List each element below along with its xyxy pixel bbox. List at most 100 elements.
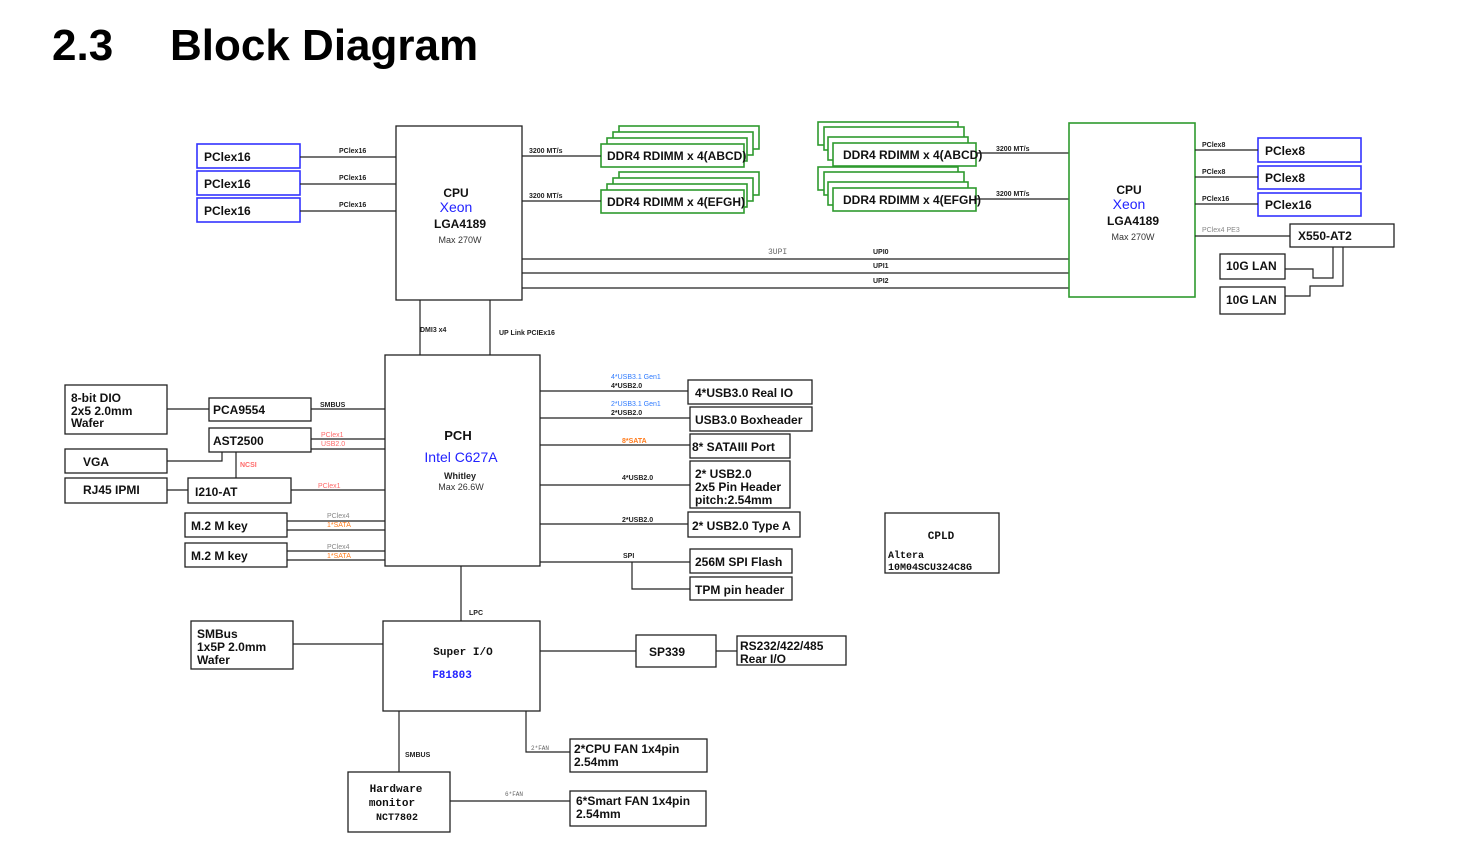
upi-label: UPI1 [873,263,889,270]
link-label: 2*USB2.0 [622,517,653,524]
smbus-header-label: Wafer [197,653,230,667]
ast2500-box [208,427,312,453]
cpu1-model: Xeon [1113,196,1146,212]
smart-fan-box [569,790,707,827]
cpu1-block: CPU Xeon LGA4189 Max 270W [1068,122,1196,298]
smbus-label: SMBUS [405,752,431,759]
dmi-label: DMI3 x4 [420,327,447,334]
cpu0-model: Xeon [440,199,473,215]
smbus-header-label: SMBus [197,627,238,641]
superio-box [382,620,541,712]
io-box [689,548,793,574]
pcie-slot-label: PClex16 [204,177,251,191]
link-label: 2*USB2.0 [611,410,642,417]
pcie-slot-label: PClex16 [204,204,251,218]
sp339-label: SP339 [649,645,685,659]
cpu1-memory: DDR4 RDIMM x 4(ABCD) DDR4 RDIMM x 4(EFGH… [817,121,1069,212]
tpm-box [689,576,793,601]
link-label: PClex4 [327,544,350,551]
serial-port-box [736,635,847,666]
pca9554-label: PCA9554 [213,403,265,417]
link-label: SMBUS [320,402,346,409]
smart-fan-label: 6*Smart FAN 1x4pin [576,794,690,808]
cpu1-power: Max 270W [1111,232,1155,242]
link-label: 8*SATA [622,438,647,445]
section-number: 2.3 [52,21,113,70]
cpu1-socket: LGA4189 [1107,214,1159,228]
dio-label: 8-bit DIO [71,391,121,405]
upi-label: UPI0 [873,249,889,256]
smbus-header-label: 1x5P 2.0mm [197,640,266,654]
io-box [687,511,801,538]
dmi-links: DMI3 x4 UP Link PCIEx16 [419,300,555,355]
link-label: USB2.0 [321,441,345,448]
superio-model: F81803 [432,670,472,682]
io-box [689,433,791,459]
cpu0-power: Max 270W [438,235,482,245]
pch-power: Max 26.6W [438,482,484,492]
link-label: 4*USB3.1 Gen1 [611,374,661,381]
io-label: pitch:2.54mm [695,493,772,507]
pch-name: PCH [444,428,471,443]
link-label: 4*USB2.0 [622,475,653,482]
ddr-label: DDR4 RDIMM x 4(ABCD) [607,149,746,163]
m2-box [184,542,288,568]
i210-label: I210-AT [195,485,238,499]
memory-speed-label: 3200 MT/s [996,191,1030,198]
lan-port-label: 10G LAN [1226,259,1277,273]
ddr-box [832,142,977,167]
link-label: SPI [623,553,634,560]
link-label: PClex4 PE3 [1202,227,1240,234]
lan-port-box [1219,286,1286,315]
upi-group-label: 3UPI [768,248,787,257]
m2-box [184,512,288,538]
m2-label: M.2 M key [191,519,248,533]
cpu-fan-label: 2.54mm [574,755,619,769]
rj45-label: RJ45 IPMI [83,483,140,497]
pcie-slot-box [1257,137,1362,163]
pcie-slot-box [196,170,301,196]
io-label: 4*USB3.0 Real IO [695,386,793,400]
serial-port-label: RS232/422/485 [740,639,824,653]
cpu1-box [1068,122,1196,298]
memory-speed-label: 3200 MT/s [529,148,563,155]
link-label: 4*USB2.0 [611,383,642,390]
io-label: 256M SPI Flash [695,555,782,569]
link-label: 1*SATA [327,553,351,560]
hwmon-name: Hardware [370,784,423,796]
lan-controller-label: X550-AT2 [1298,229,1352,243]
page-title: Block Diagram [170,21,478,70]
cpu0-block: CPU Xeon LGA4189 Max 270W [395,125,523,301]
pch-left-io: 8-bit DIO 2x5 2.0mm Wafer PCA9554 SMBUS … [64,384,385,568]
ast2500-label: AST2500 [213,434,264,448]
io-box [689,460,791,509]
lan-port-box [1219,253,1286,280]
hwmon-block: Hardware monitor NCT7802 6*FAN 6*Smart F… [347,771,707,833]
pch-right-io: 4*USB3.1 Gen1 4*USB2.0 4*USB3.0 Real IO … [540,374,813,601]
cpu1-pcie-slots: PClex8 PClex8 PClex16 PClex8 PClex8 PCle… [1195,137,1362,217]
tpm-label: TPM pin header [695,583,785,597]
cpld-part: 10M04SCU324C8G [888,563,972,574]
cpu0-box [395,125,523,301]
pch-box [384,354,541,567]
pcie-slot-label: PClex16 [204,150,251,164]
io-box [687,379,813,405]
pcie-slot-box [196,197,301,223]
cpld-vendor: Altera [888,550,924,562]
io-label: 8* SATAIII Port [692,440,775,454]
hwmon-name: monitor [369,798,415,810]
cpu0-pcie-slots: PClex16 PClex16 PClex16 PClex16 PClex16 … [196,143,396,223]
upi-label: UPI2 [873,278,889,285]
link-label: 2*USB3.1 Gen1 [611,401,661,408]
dio-box [64,384,168,435]
link-label: PClex1 [321,432,344,439]
dio-label: Wafer [71,416,104,430]
io-label: 2x5 Pin Header [695,480,781,494]
pch-platform: Whitley [444,471,476,481]
smbus-header-box [190,620,294,670]
io-box [689,406,813,432]
cpld-name: CPLD [928,531,955,543]
io-label: USB3.0 Boxheader [695,413,803,427]
superio-name: Super I/O [433,647,493,659]
